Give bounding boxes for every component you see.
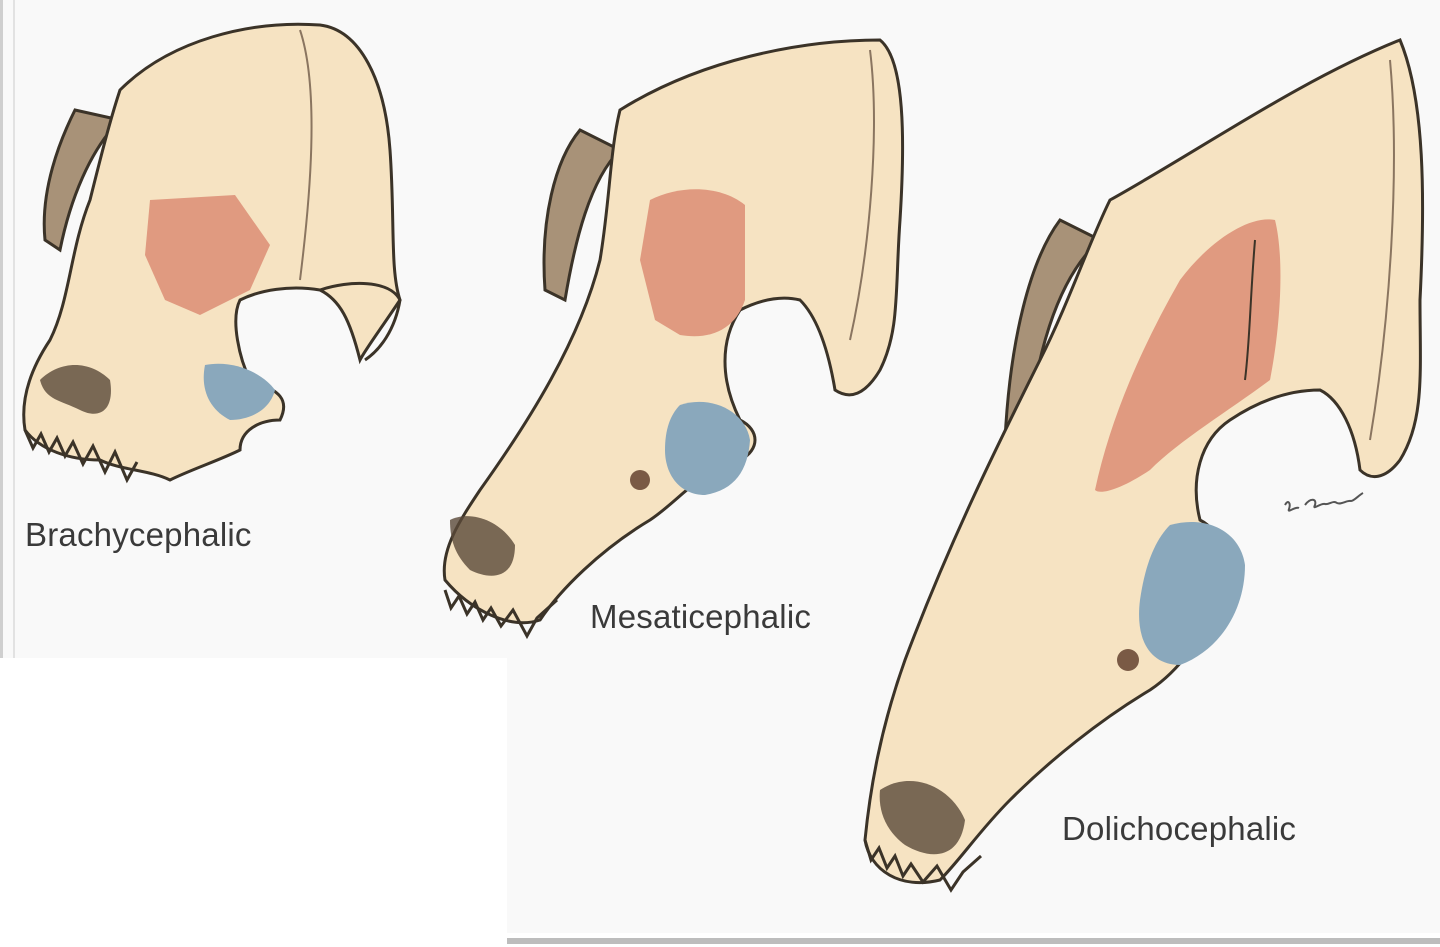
artist-signature xyxy=(1284,492,1364,512)
border-line xyxy=(13,0,15,658)
border-line xyxy=(507,938,1440,944)
brachycephalic-skull xyxy=(22,22,402,484)
label-brachycephalic: Brachycephalic xyxy=(25,516,252,553)
dolichocephalic-skull xyxy=(863,38,1425,893)
label-mesaticephalic: Mesaticephalic xyxy=(590,598,812,635)
border-line xyxy=(0,0,3,658)
mesaticephalic-skull xyxy=(442,38,905,640)
label-dolichocephalic: Dolichocephalic xyxy=(1062,810,1297,847)
